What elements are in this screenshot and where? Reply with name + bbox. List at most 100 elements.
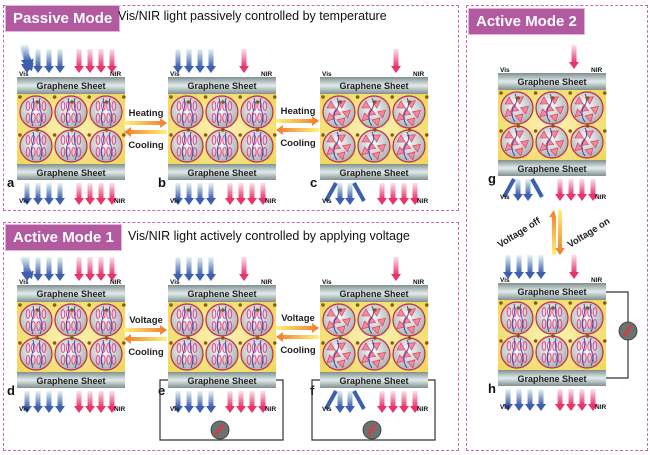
vis-transmitted-arrow-head (514, 272, 524, 279)
polymer-network (100, 97, 113, 127)
vis-incident-arrow (536, 389, 546, 411)
nir-incident-arrow-head (236, 406, 246, 413)
nir-incident-arrow-head (588, 194, 598, 201)
vis-incident-arrow-shape (184, 391, 194, 413)
nir-incident-arrow-shape (577, 179, 587, 201)
graphene-sheet-top-label: Graphene Sheet (517, 287, 586, 297)
polymer-network (30, 339, 43, 369)
nir-transmitted-arrow (239, 257, 249, 281)
nir-incident-arrow-head (377, 198, 387, 205)
nanoparticle (255, 336, 260, 340)
lc-molecule-random (371, 151, 381, 161)
lc-molecule (222, 355, 227, 365)
vis-incident-arrow-head (184, 198, 194, 205)
panel-letter-c: c (310, 175, 317, 190)
vis-incident-arrow (173, 183, 183, 205)
nanoparticle (568, 339, 572, 343)
lc-molecule (557, 341, 563, 351)
lc-molecule-random (336, 342, 346, 351)
vis-incident-arrow-head (195, 406, 205, 413)
lc-molecule-random (396, 354, 406, 364)
nir-incident-arrow-head (74, 198, 84, 205)
vis-incident-arrow-shape (173, 391, 183, 413)
vis-transmitted-arrow-shaft (175, 257, 181, 275)
nanoparticle (52, 341, 57, 345)
nanoparticle (70, 128, 74, 132)
vis-incident-arrow-shaft (347, 391, 353, 407)
nir-incident-arrow-shape (577, 389, 587, 411)
nir-incident-arrow (577, 179, 587, 201)
graphene-sheet-bottom (17, 372, 125, 388)
vis-label: Vis (322, 406, 332, 413)
vis-transmitted-arrow-shape (173, 49, 183, 73)
vis-incident-arrow-shaft (208, 183, 214, 199)
vis-transmitted-arrow-shaft (186, 257, 192, 275)
nir-transmitted-arrow-shaft (241, 49, 247, 67)
nanoparticle (355, 303, 360, 307)
lc-molecule (211, 309, 217, 319)
nir-transmitted-arrow-head (391, 66, 401, 73)
vis-incident-arrow-head (513, 194, 523, 201)
vis-scattered-arrow-shaft (23, 45, 29, 61)
nir-incident-arrow-head (74, 406, 84, 413)
lc-molecule (71, 147, 76, 157)
droplet-circle (54, 129, 88, 163)
droplet-circle (89, 303, 123, 337)
nir-transmitted-arrow-shape (74, 49, 84, 73)
lc-droplet (170, 303, 204, 337)
nir-transmitted-arrow-head (96, 274, 106, 281)
lc-molecule (176, 343, 182, 353)
nir-incident-arrow-shaft (249, 391, 255, 407)
voltage-source-icon (210, 420, 230, 440)
lc-molecule (60, 147, 66, 157)
lc-molecule (187, 147, 192, 157)
lc-molecule-random (326, 320, 336, 330)
passive-mode-label: Passive Mode (5, 5, 121, 32)
graphene-sheet-top (17, 285, 125, 302)
vis-label: Vis (322, 198, 332, 205)
lc-molecule-random (361, 100, 371, 109)
lc-molecule-random (412, 144, 421, 153)
lc-molecule (95, 135, 101, 145)
vis-incident-arrow-shape (335, 391, 345, 413)
vis-incident-arrow-head (345, 198, 355, 205)
nir-incident-arrow-head (577, 404, 587, 411)
transition-reverse-label: Cooling (128, 140, 164, 151)
droplet-circle (19, 129, 53, 163)
vis-incident-arrow-shaft (208, 391, 214, 407)
vis-incident-arrow-shape (173, 183, 183, 205)
polymer-network (30, 131, 43, 161)
vis-incident-arrow (55, 183, 65, 205)
lc-molecule-random (342, 110, 351, 119)
nanoparticle (221, 308, 225, 312)
nir-transmitted-arrow-head (239, 66, 249, 73)
nanoparticle (238, 95, 242, 99)
nanoparticle (603, 301, 607, 305)
lc-molecule (262, 343, 268, 353)
lc-molecule (60, 309, 66, 319)
vis-incident-arrow (345, 391, 355, 413)
lc-molecule (111, 309, 117, 319)
vis-transmitted-arrow-head (44, 66, 54, 73)
lc-molecule (192, 101, 198, 111)
lc-molecule (111, 135, 117, 145)
droplet-circle (240, 95, 274, 129)
voltage-source-icon (362, 420, 382, 440)
lc-droplet (240, 129, 274, 163)
vis-transmitted-arrow (44, 49, 54, 73)
nir-incident-arrow (555, 179, 565, 201)
lc-molecule-random (520, 106, 529, 115)
polymer-network (333, 131, 340, 161)
nanoparticle (238, 303, 242, 307)
nir-incident-arrow-head (107, 198, 117, 205)
lc-molecule (36, 135, 41, 145)
droplet-circle (54, 337, 88, 371)
lc-molecule (587, 353, 592, 363)
lc-droplet (570, 301, 604, 335)
droplet-circle (240, 129, 274, 163)
vis-incident-arrow-shaft (35, 183, 41, 199)
droplet-circle (205, 129, 239, 163)
lc-molecule-random (549, 147, 559, 157)
nanoparticle (551, 96, 555, 100)
